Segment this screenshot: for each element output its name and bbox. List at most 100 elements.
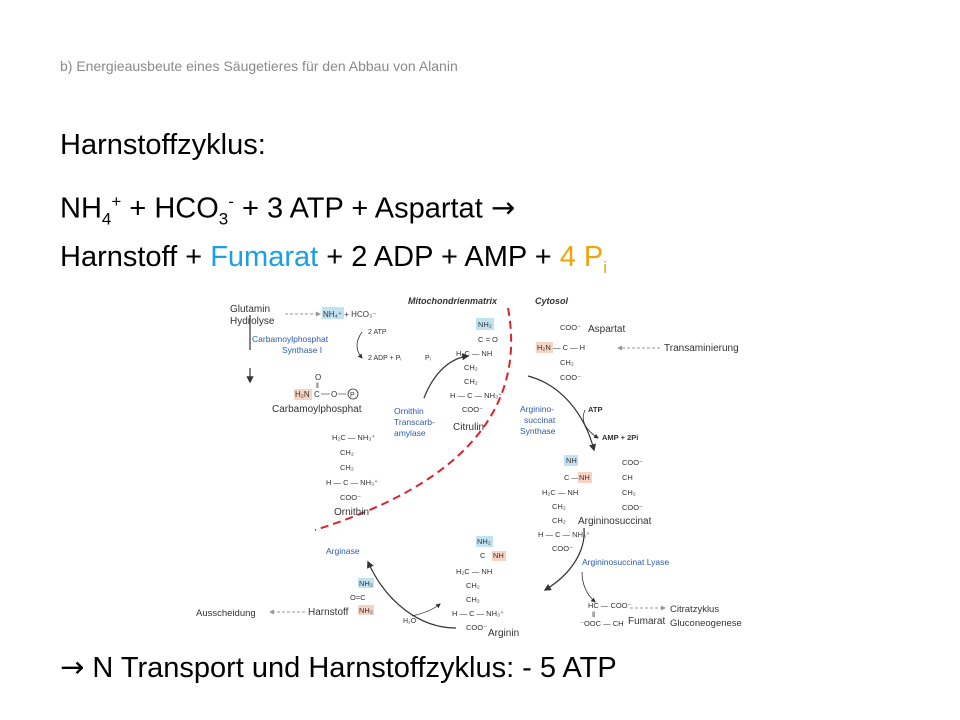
- enzyme-cps-line2: Synthase I: [282, 345, 322, 355]
- svg-text:COO⁻: COO⁻: [560, 323, 581, 332]
- label-cytosol: Cytosol: [535, 296, 569, 306]
- cp-atom-p: P: [350, 392, 355, 399]
- harnstoff-structure: NH₂ O=C NH₂: [350, 578, 374, 615]
- nh4-box: [322, 307, 344, 319]
- svg-text:NH: NH: [579, 473, 590, 482]
- conclusion-line: → N Transport und Harnstoffzyklus: - 5 A…: [60, 650, 617, 685]
- svg-text:NH₂: NH₂: [359, 606, 373, 615]
- harnstoff-label: Harnstoff: [308, 607, 349, 618]
- svg-text:COO⁻: COO⁻: [622, 458, 643, 467]
- water-arrow: [411, 603, 441, 617]
- glutamin-label: Glutamin: [230, 304, 270, 315]
- svg-text:CH₂: CH₂: [622, 488, 636, 497]
- svg-text:H₂C — NH: H₂C — NH: [456, 567, 492, 576]
- hydrolyse-label: Hydrolyse: [230, 316, 275, 327]
- svg-text:HC — COO⁻: HC — COO⁻: [588, 601, 632, 610]
- svg-text:H — C — NH₃⁺: H — C — NH₃⁺: [452, 609, 504, 618]
- citrulin-nh2-box: [476, 318, 494, 330]
- nh4-term: NH: [60, 192, 102, 225]
- reactants-box-label: NH₄⁺ + HCO₃⁻: [323, 310, 376, 319]
- amp-label: AMP + 2Pi: [602, 433, 638, 442]
- argininosuccinat-structure: NH C — NH COO⁻ CH CH₂ COO⁻ H₂C — NH CH₂ …: [538, 455, 643, 553]
- ornithin-structure: H₂C — NH₃⁺ CH₂ CH₂ H — C — NH₃⁺ COO⁻: [326, 433, 378, 502]
- svg-text:H₂C — NH: H₂C — NH: [542, 488, 578, 497]
- hco3-subscript: 3: [218, 209, 229, 229]
- fumarat-label: Fumarat: [628, 616, 665, 627]
- conclusion-arrow-icon: →: [60, 650, 85, 684]
- svg-text:H₂N: H₂N: [537, 343, 551, 352]
- svg-text:‖: ‖: [592, 610, 595, 619]
- enzyme-arginase-label: Arginase: [326, 546, 360, 556]
- fumarat-term: Fumarat: [210, 241, 319, 273]
- svg-text:CH₂: CH₂: [552, 502, 566, 511]
- gluconeogenese-label: Gluconeogenese: [670, 618, 742, 629]
- svg-text:COO⁻: COO⁻: [466, 623, 487, 632]
- harnstoff-term: Harnstoff +: [60, 241, 211, 273]
- svg-text:— C — H: — C — H: [553, 343, 585, 352]
- enzyme-otc-line1: Ornithin: [394, 406, 424, 416]
- svg-text:H₂C — NH₃⁺: H₂C — NH₃⁺: [332, 433, 375, 442]
- fumarat-structure: HC — COO⁻ ‖ ⁻OOC — CH: [580, 601, 632, 628]
- cp-nh2-box: [294, 389, 312, 400]
- nh4-superscript: +: [111, 192, 122, 211]
- equation-reactants: NH4+ + HCO3- + 3 ATP + Aspartat →: [60, 185, 515, 236]
- svg-text:NH₂: NH₂: [478, 320, 492, 329]
- aspartat-label: Aspartat: [588, 324, 625, 335]
- reaction-arrow-icon: →: [490, 190, 516, 225]
- svg-text:CH₂: CH₂: [466, 581, 480, 590]
- svg-text:COO⁻: COO⁻: [622, 503, 643, 512]
- ornithin-label: Ornithin: [334, 507, 369, 518]
- svg-text:COO⁻: COO⁻: [552, 544, 573, 553]
- adp-amp-term: + 2 ADP + AMP +: [318, 241, 560, 273]
- svg-text:CH: CH: [622, 473, 633, 482]
- adp2-label: 2 ADP + Pᵢ: [368, 355, 401, 362]
- svg-text:⁻OOC — CH: ⁻OOC — CH: [580, 619, 624, 628]
- svg-text:COO⁻: COO⁻: [462, 405, 483, 414]
- svg-text:NH₂: NH₂: [359, 579, 373, 588]
- enzyme-asl-label: Argininosuccinat Lyase: [582, 557, 669, 567]
- svg-text:H₂C — NH: H₂C — NH: [456, 349, 492, 358]
- mitochondrial-membrane: [314, 307, 513, 531]
- svg-text:C —: C —: [564, 473, 580, 482]
- svg-text:NH₂: NH₂: [477, 537, 491, 546]
- conclusion-text: N Transport und Harnstoffzyklus: - 5 ATP: [84, 652, 617, 684]
- citrulin-label: Citrulin: [453, 422, 484, 433]
- svg-text:NH: NH: [566, 456, 577, 465]
- svg-text:C = O: C = O: [478, 335, 498, 344]
- enzyme-otc-line3: amylase: [394, 428, 426, 438]
- hco3-term: + HCO: [121, 192, 219, 225]
- atp-amp-arrow: [582, 409, 599, 439]
- equation-products: Harnstoff + Fumarat + 2 ADP + AMP + 4 Pi: [60, 240, 607, 285]
- enzyme-cps-line1: Carbamoylphosphat: [252, 334, 329, 344]
- svg-text:NH: NH: [493, 551, 504, 560]
- atp-label: ATP: [588, 405, 602, 414]
- transaminierung-label: Transaminierung: [664, 343, 739, 354]
- enzyme-otc-line2: Transcarb-: [394, 417, 435, 427]
- cp-atom-nh2: H₂N: [295, 390, 310, 399]
- svg-text:CH₂: CH₂: [464, 363, 478, 372]
- slide-subtitle: b) Energieausbeute eines Säugetieres für…: [60, 58, 458, 74]
- svg-text:O=C: O=C: [350, 593, 366, 602]
- phosphate-icon: [347, 388, 359, 400]
- svg-text:COO⁻: COO⁻: [340, 493, 361, 502]
- enzyme-ass-line1: Arginino-: [520, 404, 554, 414]
- cp-atom-double-bond: ‖: [316, 383, 319, 390]
- fumarat-release-arrow: [581, 571, 596, 603]
- svg-text:CH₂: CH₂: [552, 516, 566, 525]
- ausscheidung-label: Ausscheidung: [196, 608, 256, 619]
- heading-harnstoffzyklus: Harnstoffzyklus:: [60, 129, 266, 161]
- phosphate-term: 4 P: [559, 241, 604, 273]
- urea-cycle-diagram: Mitochondrienmatrix Cytosol Glutamin Hyd…: [196, 296, 742, 639]
- hco3-superscript: -: [228, 192, 234, 211]
- carbamoylphosphat-label: Carbamoylphosphat: [272, 404, 362, 415]
- svg-text:H — C — NH₃⁺: H — C — NH₃⁺: [450, 391, 502, 400]
- citrulin-structure: NH₂ C = O H₂C — NH CH₂ CH₂ H — C — NH₃⁺ …: [450, 320, 502, 414]
- svg-text:CH₂: CH₂: [340, 448, 354, 457]
- cycle-arrows: [246, 315, 597, 629]
- argininosuccinat-label: Argininosuccinat: [578, 516, 652, 527]
- svg-text:CH₂: CH₂: [340, 463, 354, 472]
- h2o-label: H₂O: [403, 618, 417, 625]
- svg-text:C: C: [480, 551, 486, 560]
- cp-atom-o: O: [315, 373, 321, 382]
- svg-text:COO⁻: COO⁻: [560, 373, 581, 382]
